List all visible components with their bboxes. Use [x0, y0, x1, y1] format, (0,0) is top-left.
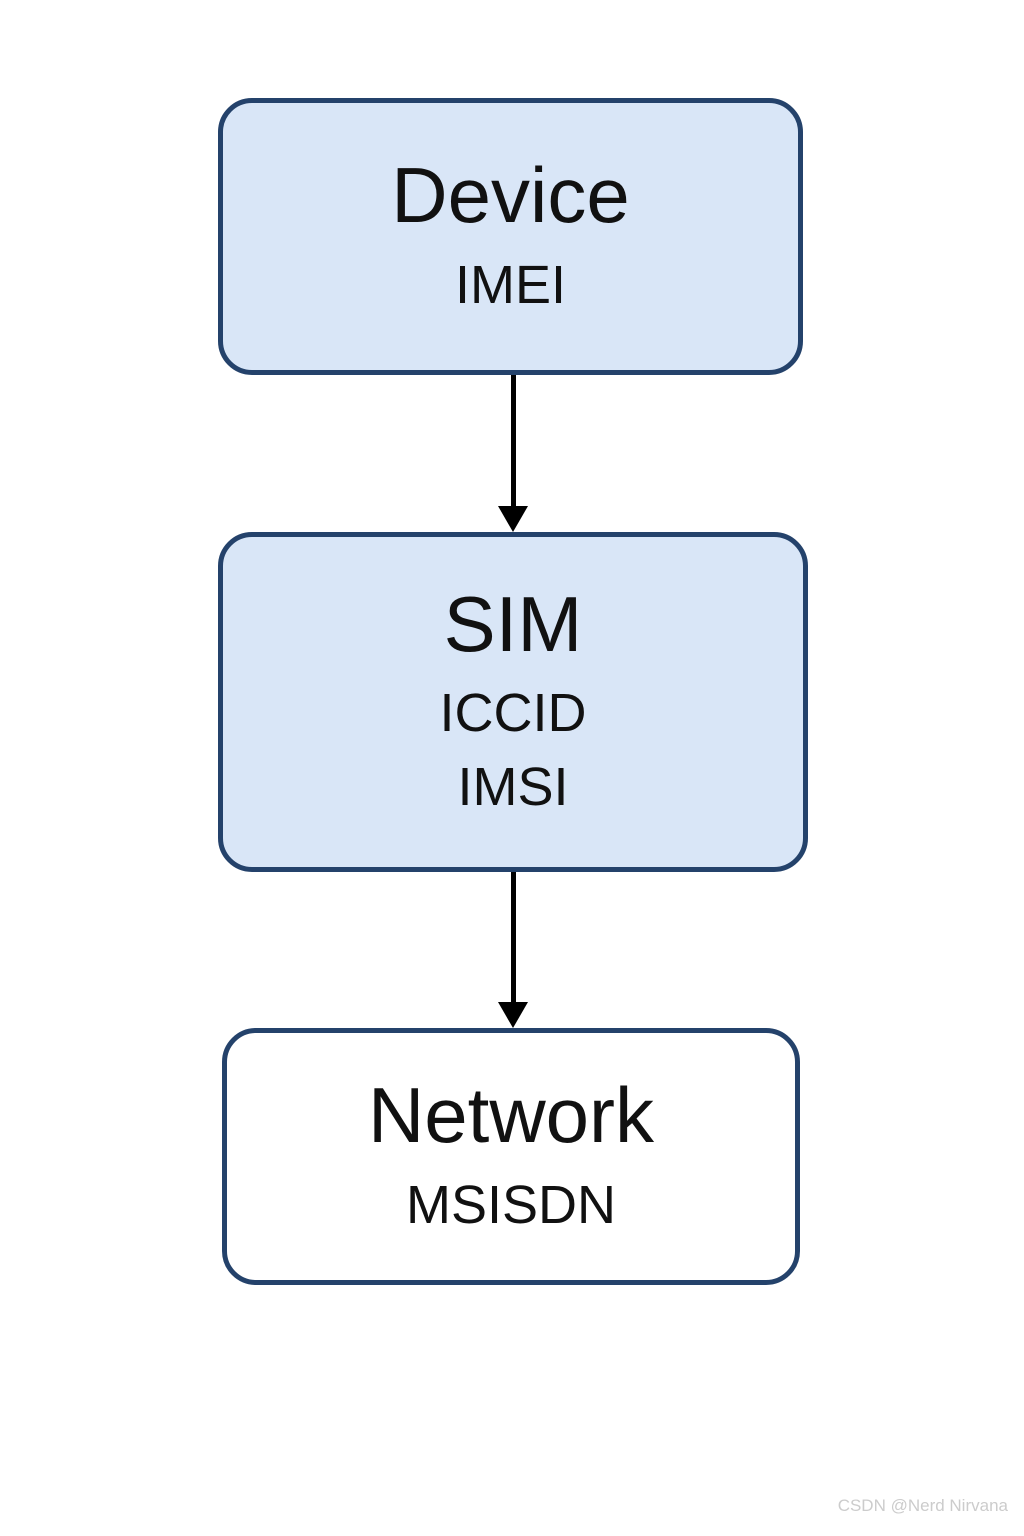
arrow-line — [510, 872, 516, 1002]
node-device-title: Device — [391, 151, 630, 240]
arrow-line — [510, 375, 516, 506]
node-sim-title: SIM — [443, 580, 583, 669]
arrow-head-icon — [498, 1002, 528, 1028]
node-sim-subtitle-imsi: IMSI — [457, 756, 569, 817]
node-network-subtitle: MSISDN — [405, 1174, 616, 1235]
node-sim-subtitle-iccid: ICCID — [439, 683, 587, 744]
watermark: CSDN @Nerd Nirvana — [837, 1496, 1008, 1515]
node-device: Device IMEI — [218, 98, 803, 375]
node-sim: SIM ICCID IMSI — [218, 532, 808, 872]
arrow-sim-to-network — [493, 872, 533, 1028]
node-network-title: Network — [367, 1071, 655, 1160]
arrow-device-to-sim — [493, 375, 533, 532]
arrow-head-icon — [498, 506, 528, 532]
node-network: Network MSISDN — [222, 1028, 800, 1285]
node-device-subtitle: IMEI — [454, 254, 566, 315]
